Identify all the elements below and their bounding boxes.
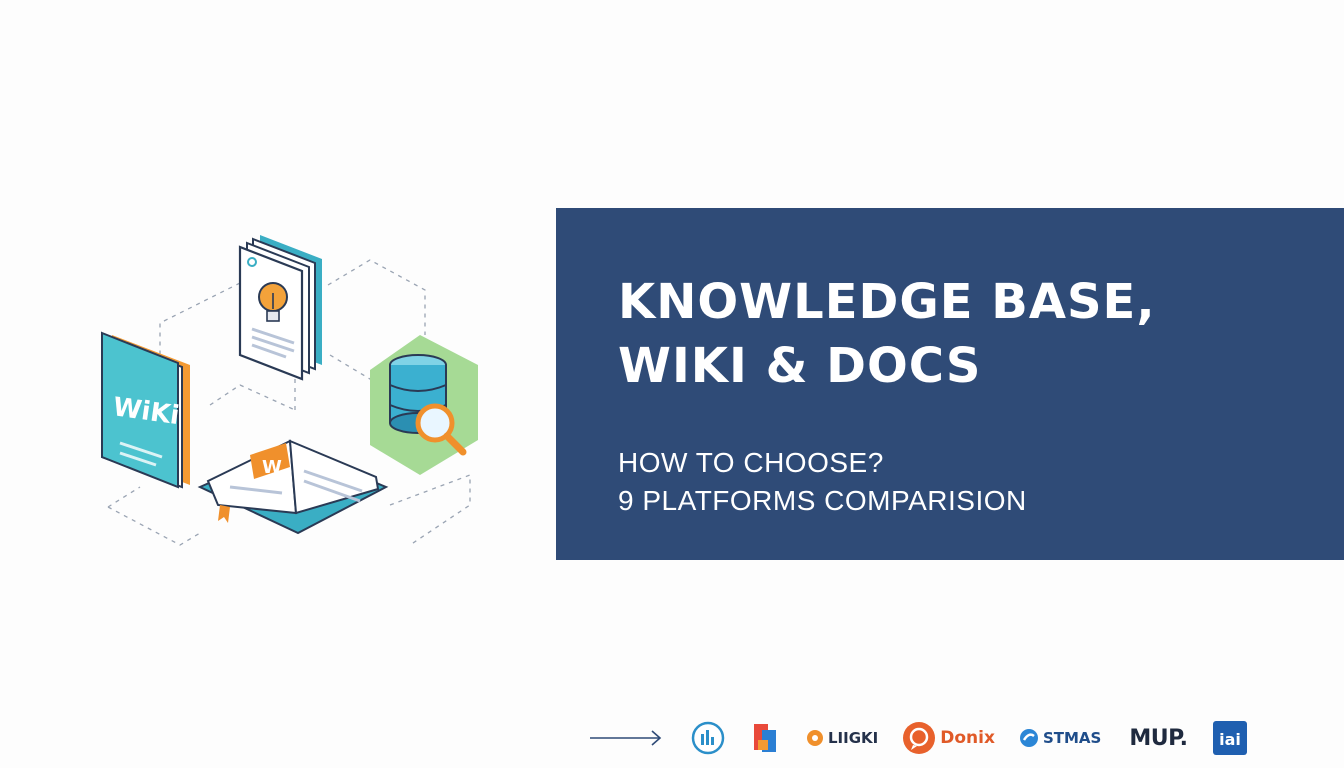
square-logo-text: iai [1219,730,1241,749]
page-title: KNOWLEDGE BASE, WIKI & DOCS [618,270,1344,398]
subtitle-line-1: HOW TO CHOOSE? [618,447,884,478]
open-book-badge: W [262,457,282,478]
knowledge-illustration: WiKi W [101,235,478,546]
logo-stmas[interactable]: STMAS [1019,728,1101,748]
logo-circle-chart[interactable] [690,720,726,756]
logo-donix[interactable]: Donix [902,721,995,755]
document-stack-icon [238,235,322,381]
logo-square[interactable]: iai [1212,720,1248,756]
stmas-logo-icon [1019,729,1038,747]
open-book-icon: W [197,439,389,535]
arrow-right-icon [590,730,662,746]
logo-stack[interactable] [750,720,782,756]
title-line-2: WIKI & DOCS [618,338,982,394]
subtitle-line-2: 9 PLATFORMS COMPARISION [618,485,1027,516]
liigki-logo-text: LIIGKI [828,729,879,747]
database-search-icon [370,335,478,475]
stmas-logo-text: STMAS [1042,729,1102,747]
subtitle: HOW TO CHOOSE? 9 PLATFORMS COMPARISION [618,444,1344,520]
stack-logo-icon [754,724,776,752]
square-logo-icon: iai [1212,721,1247,755]
donix-logo-icon [903,722,936,754]
platform-logos: LIIGKI Donix STMAS MUP. iai [588,716,1278,760]
wiki-book-icon: WiKi [101,331,190,489]
circle-chart-logo-icon [691,721,725,755]
logo-liigki[interactable]: LIIGKI [806,729,878,747]
mup-logo-text: MUP. [1129,725,1188,751]
liigki-logo-icon [807,730,823,746]
logo-mup[interactable]: MUP. [1125,725,1188,751]
title-line-1: KNOWLEDGE BASE, [618,274,1156,330]
title-banner: KNOWLEDGE BASE, WIKI & DOCS HOW TO CHOOS… [556,208,1344,560]
donix-logo-text: Donix [940,728,995,748]
